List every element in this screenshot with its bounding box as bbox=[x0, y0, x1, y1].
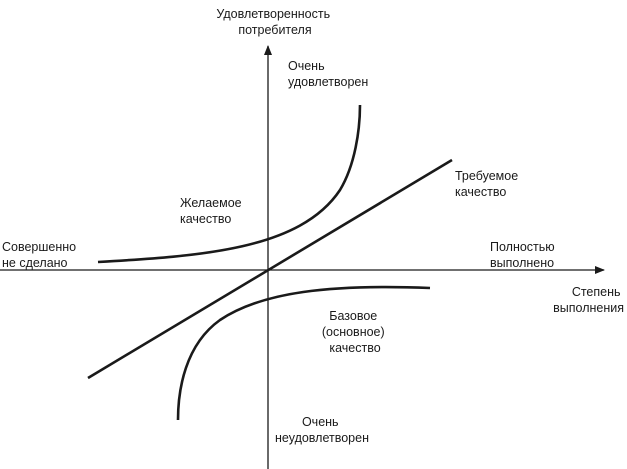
required-quality-line bbox=[87, 158, 453, 380]
required-quality-label: Требуемое качество bbox=[455, 169, 522, 199]
fully-done-label: Полностью выполнено bbox=[490, 240, 558, 270]
very-dissatisfied-label: Очень неудовлетворен bbox=[275, 415, 369, 445]
basic-quality-label: Базовое (основное) качество bbox=[322, 309, 388, 355]
desired-quality-label: Желаемое качество bbox=[180, 196, 245, 226]
very-satisfied-label: Очень удовлетворен bbox=[288, 59, 368, 89]
basic-quality-curve bbox=[176, 285, 431, 421]
y-axis-label: Удовлетворенность потребителя bbox=[216, 7, 333, 37]
desired-quality-curve bbox=[97, 104, 362, 264]
x-axis-label: Степень выполнения bbox=[553, 285, 624, 315]
not-done-label: Совершенно не сделано bbox=[2, 240, 80, 270]
